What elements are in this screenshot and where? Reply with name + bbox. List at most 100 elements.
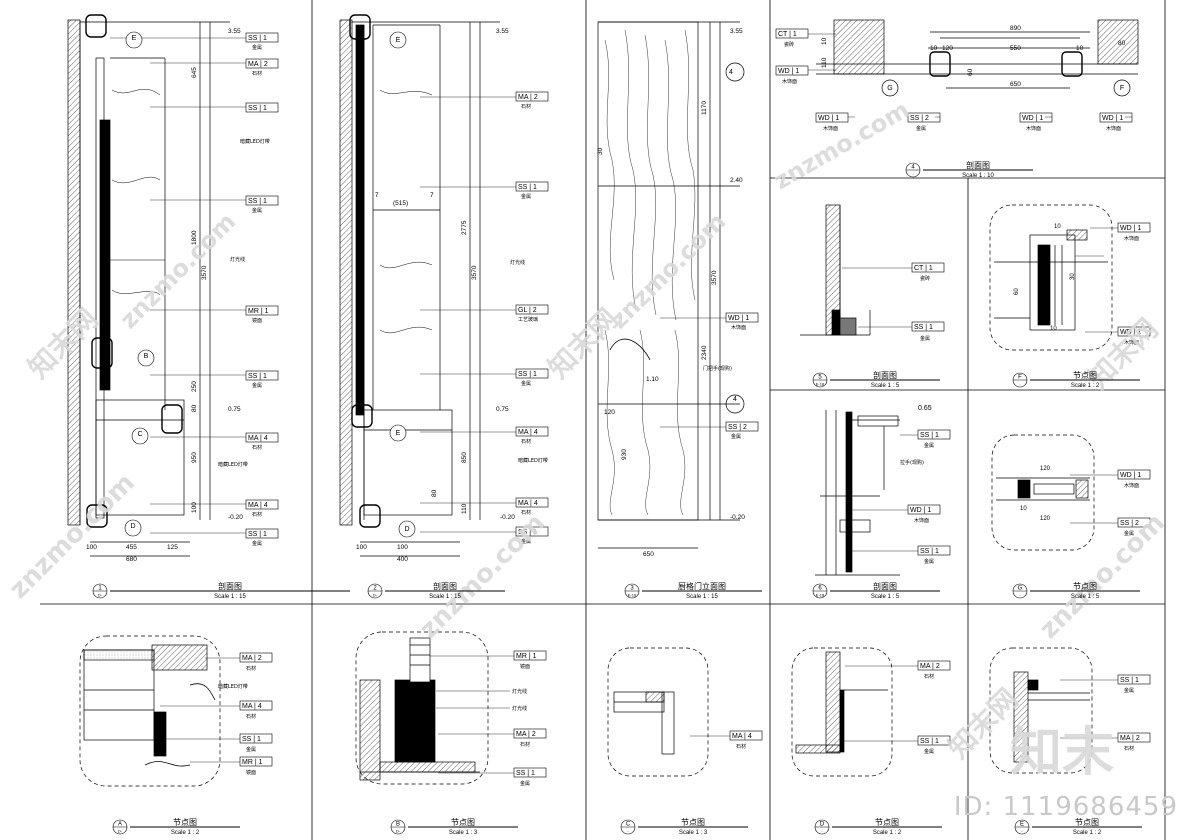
view-reference: D- <box>98 593 103 598</box>
panel-5-callout-boxes <box>911 262 945 332</box>
tag-text: MA | 2 <box>242 655 262 662</box>
dim-label: 120 <box>1040 516 1051 522</box>
dim-label: 20 <box>1042 245 1048 252</box>
panel-g-notes: 木饰面 金属 <box>1124 482 1139 537</box>
dim-label: 10 <box>930 45 938 52</box>
note-text: 金属 <box>916 125 926 132</box>
section-marker-e[interactable]: E <box>396 37 401 44</box>
panel-door-elevation <box>597 21 745 549</box>
panel-f-labels: WD | 1 WD | 1 <box>1120 225 1141 336</box>
section-marker-4[interactable]: 4 <box>733 396 737 403</box>
panel-f-leaders <box>1075 227 1118 333</box>
note-text: 金属 <box>924 748 934 755</box>
note-text: 灯光线 <box>230 256 245 263</box>
tag-text: SS | 1 <box>242 736 261 743</box>
detail-marker-g[interactable]: G <box>887 85 892 92</box>
view-title-text: 节点图 <box>1075 818 1099 827</box>
view-scale-text: Scale 1 : 2 <box>171 830 200 836</box>
section-marker-e[interactable]: E <box>396 430 401 437</box>
level-label: 3.55 <box>496 28 509 35</box>
panel-e-notes: 金属 石材 <box>1124 687 1134 752</box>
note-text: 暗藏LED灯带 <box>218 683 248 690</box>
tag-text: SS | 1 <box>248 373 267 380</box>
tag-text: SS | 1 <box>920 548 939 555</box>
panel-e-labels: SS | 1 MA | 2 <box>1120 677 1140 742</box>
note-text: 金属 <box>252 382 262 389</box>
tag-text: WD | 1 <box>1102 115 1123 122</box>
note-text: 工艺玻璃 <box>518 316 538 323</box>
detail-marker-f[interactable]: F <box>1120 85 1124 92</box>
dim-label: 100 <box>397 544 408 551</box>
dim-label: 110 <box>821 57 828 68</box>
section-marker-4[interactable]: 4 <box>729 69 733 76</box>
detail-marker-d[interactable]: D <box>130 523 135 530</box>
note-text: 灯光线 <box>512 688 527 695</box>
tag-text: MA | 2 <box>1120 735 1140 742</box>
panel-1-marker-labels: E B C D <box>130 35 148 530</box>
panel-g-leaders <box>1070 474 1118 524</box>
dim-label: 30 <box>597 147 604 155</box>
tag-text: SS | 1 <box>920 738 939 745</box>
note-text: 石材 <box>521 509 531 516</box>
panel-section-2 <box>339 14 500 557</box>
panel-2-marker-labels: E E D <box>396 37 410 533</box>
view-reference: E-18 <box>816 382 825 387</box>
note-text: 门把手(现购) <box>703 365 732 372</box>
tag-text: WD | 1 <box>1120 225 1141 232</box>
tag-text: MA | 2 <box>518 94 538 101</box>
note-text: 金属 <box>520 780 530 787</box>
tag-text: SS | 2 <box>728 424 747 431</box>
view-reference: - <box>912 172 914 177</box>
view-reference: - <box>1019 382 1021 387</box>
note-text: 金属 <box>1124 530 1134 537</box>
view-scale-text: Scale 1 : 5 <box>871 594 900 600</box>
tag-text: MA | 2 <box>516 731 536 738</box>
view-title-text: 节点图 <box>875 818 899 827</box>
detail-marker-d[interactable]: D <box>404 526 409 533</box>
panel-1-markers <box>124 31 155 537</box>
panel-2-labels: MA | 2 SS | 1 GL | 2 SS | 1 MA | 4 MA | … <box>518 94 538 536</box>
panel-b-leaders <box>430 655 514 774</box>
note-text: 石材 <box>246 713 256 720</box>
callout-ma4-a <box>245 432 279 443</box>
note-text: 金属 <box>521 380 531 387</box>
panel-c-callout-box <box>729 730 763 741</box>
view-title-text: 节点图 <box>173 818 197 827</box>
panel-f-dims: 10 20 60 10 30 <box>1014 224 1076 332</box>
tag-text: WD | 1 <box>910 507 931 514</box>
panel-node-c <box>607 647 709 777</box>
panel-e-leaders <box>1060 679 1118 739</box>
section-marker-e[interactable]: E <box>132 35 137 42</box>
tag-text: WD | 1 <box>728 315 749 322</box>
panel-section-6 <box>815 410 900 576</box>
tag-text: MA | 4 <box>732 733 752 740</box>
note-text: 石材 <box>1124 745 1134 752</box>
tag-text: SS | 1 <box>920 432 939 439</box>
panel-b-labels: MR | 1 MA | 2 SS | 1 <box>516 653 537 777</box>
panel-3-labels: WD | 1 SS | 2 4 4 <box>728 69 749 431</box>
dim-label: 3570 <box>471 265 478 280</box>
tag-text: SS | 1 <box>518 529 537 536</box>
detail-marker-b[interactable]: B <box>144 353 149 360</box>
note-text: 石材 <box>252 444 262 451</box>
note-text: 石材 <box>521 438 531 445</box>
panel-section-1 <box>67 14 230 557</box>
panel-b-callout-boxes <box>513 650 547 778</box>
panel-4-notes: 瓷砖 木饰面 木饰面 金属 木饰面 木饰面 <box>782 41 1121 132</box>
panel-4-labels: CT | 1 WD | 1 WD | 1 SS | 2 WD | 1 WD | … <box>778 31 1124 122</box>
panel-4-leaders <box>808 33 1132 118</box>
detail-marker-c[interactable]: C <box>137 431 142 438</box>
tag-text: MA | 4 <box>518 500 538 507</box>
panel-2-dims: 3.55 0.75 -0.20 2775 3570 850 110 80 100… <box>356 28 515 563</box>
note-text: 灯光线 <box>510 259 525 266</box>
note-text: 木饰面 <box>823 125 838 132</box>
view-scale-text: Scale 1 : 15 <box>429 594 461 600</box>
watermark-text: znzmo.com <box>1034 508 1171 645</box>
view-scale-text: Scale 1 : 15 <box>686 594 718 600</box>
view-number: 1 <box>98 586 102 592</box>
panel-1-callouts <box>245 32 279 539</box>
view-title-text: 剖面图 <box>873 370 897 380</box>
panel-6-notes: 金属 拉手(现购) 木饰面 金属 <box>900 442 934 565</box>
